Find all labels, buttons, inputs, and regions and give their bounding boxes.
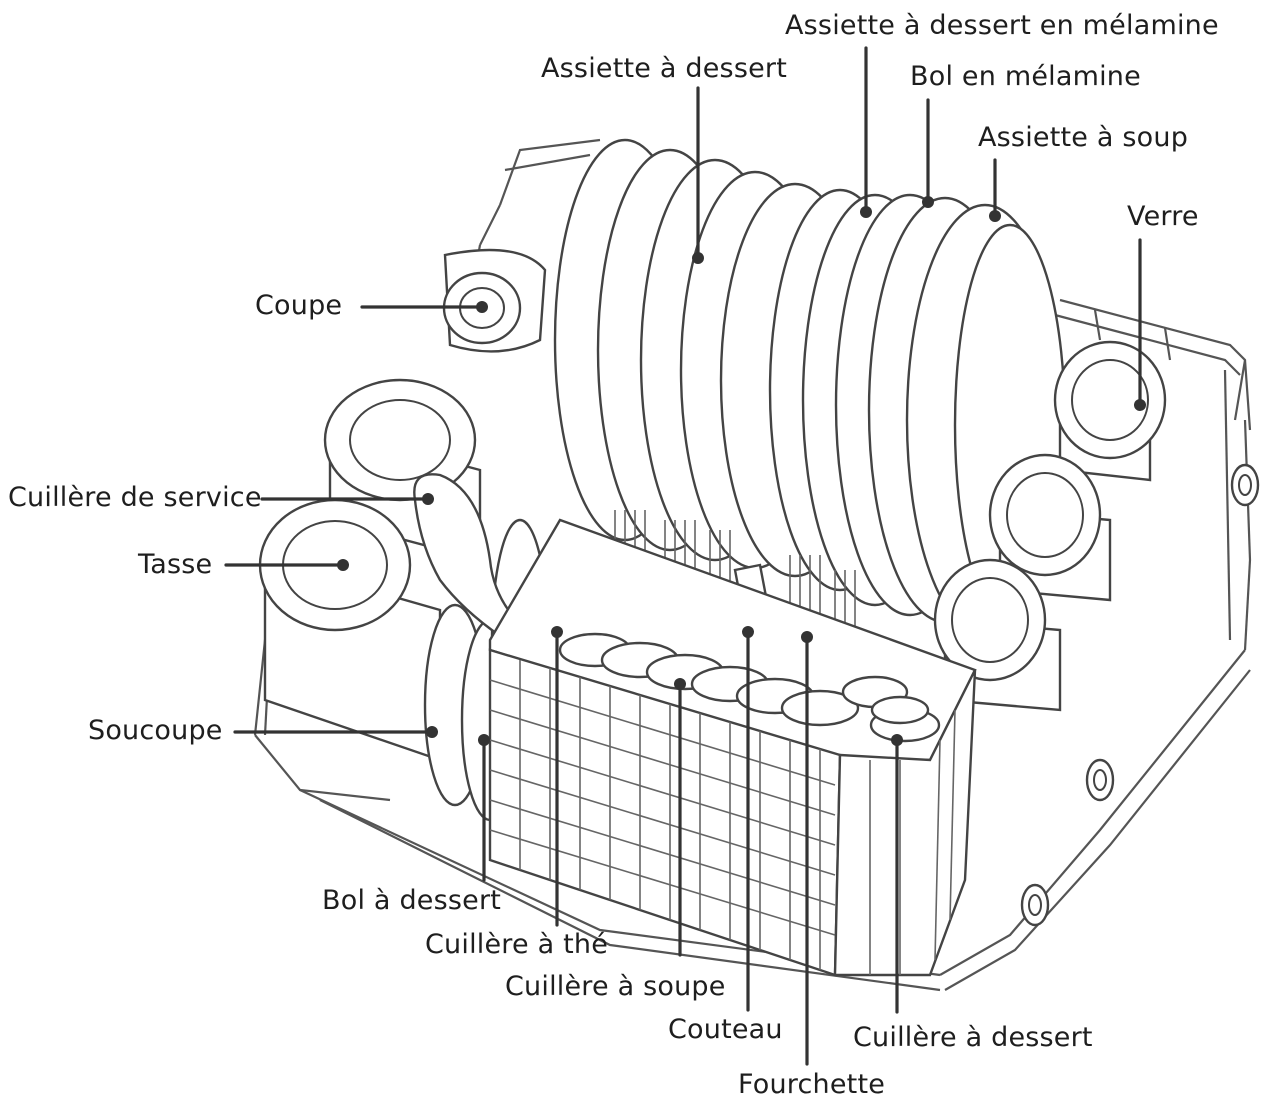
label-bol-dessert: Bol à dessert — [322, 885, 502, 916]
label-cuillere-service: Cuillère de service — [8, 482, 262, 513]
label-cuillere-soupe: Cuillère à soupe — [505, 971, 726, 1002]
wheel-right-bottom — [1020, 883, 1050, 927]
label-assiette-dessert: Assiette à dessert — [541, 53, 787, 84]
label-bol-melamine: Bol en mélamine — [910, 61, 1141, 92]
label-couteau: Couteau — [668, 1014, 783, 1045]
coupe-illustration — [442, 248, 547, 353]
label-verre: Verre — [1127, 201, 1199, 232]
label-coupe: Coupe — [255, 290, 343, 321]
label-soucoupe: Soucoupe — [88, 715, 223, 746]
wire-rack — [253, 138, 1260, 992]
cutlery-basket-illustration — [488, 510, 977, 977]
label-fourchette: Fourchette — [738, 1069, 886, 1100]
wheel-right-mid — [1085, 758, 1115, 802]
glasses-illustration — [933, 340, 1167, 712]
wheel-right-top — [1230, 463, 1260, 507]
leader-lines — [224, 46, 1146, 1066]
melamine-dishes-illustration — [768, 188, 1067, 637]
label-tasse: Tasse — [138, 549, 213, 580]
label-cuillere-the: Cuillère à thé — [425, 929, 609, 960]
label-assiette-soup: Assiette à soup — [978, 122, 1189, 153]
label-cuillere-dessert: Cuillère à dessert — [853, 1022, 1093, 1053]
label-assiette-dessert-melamine: Assiette à dessert en mélamine — [785, 10, 1219, 41]
